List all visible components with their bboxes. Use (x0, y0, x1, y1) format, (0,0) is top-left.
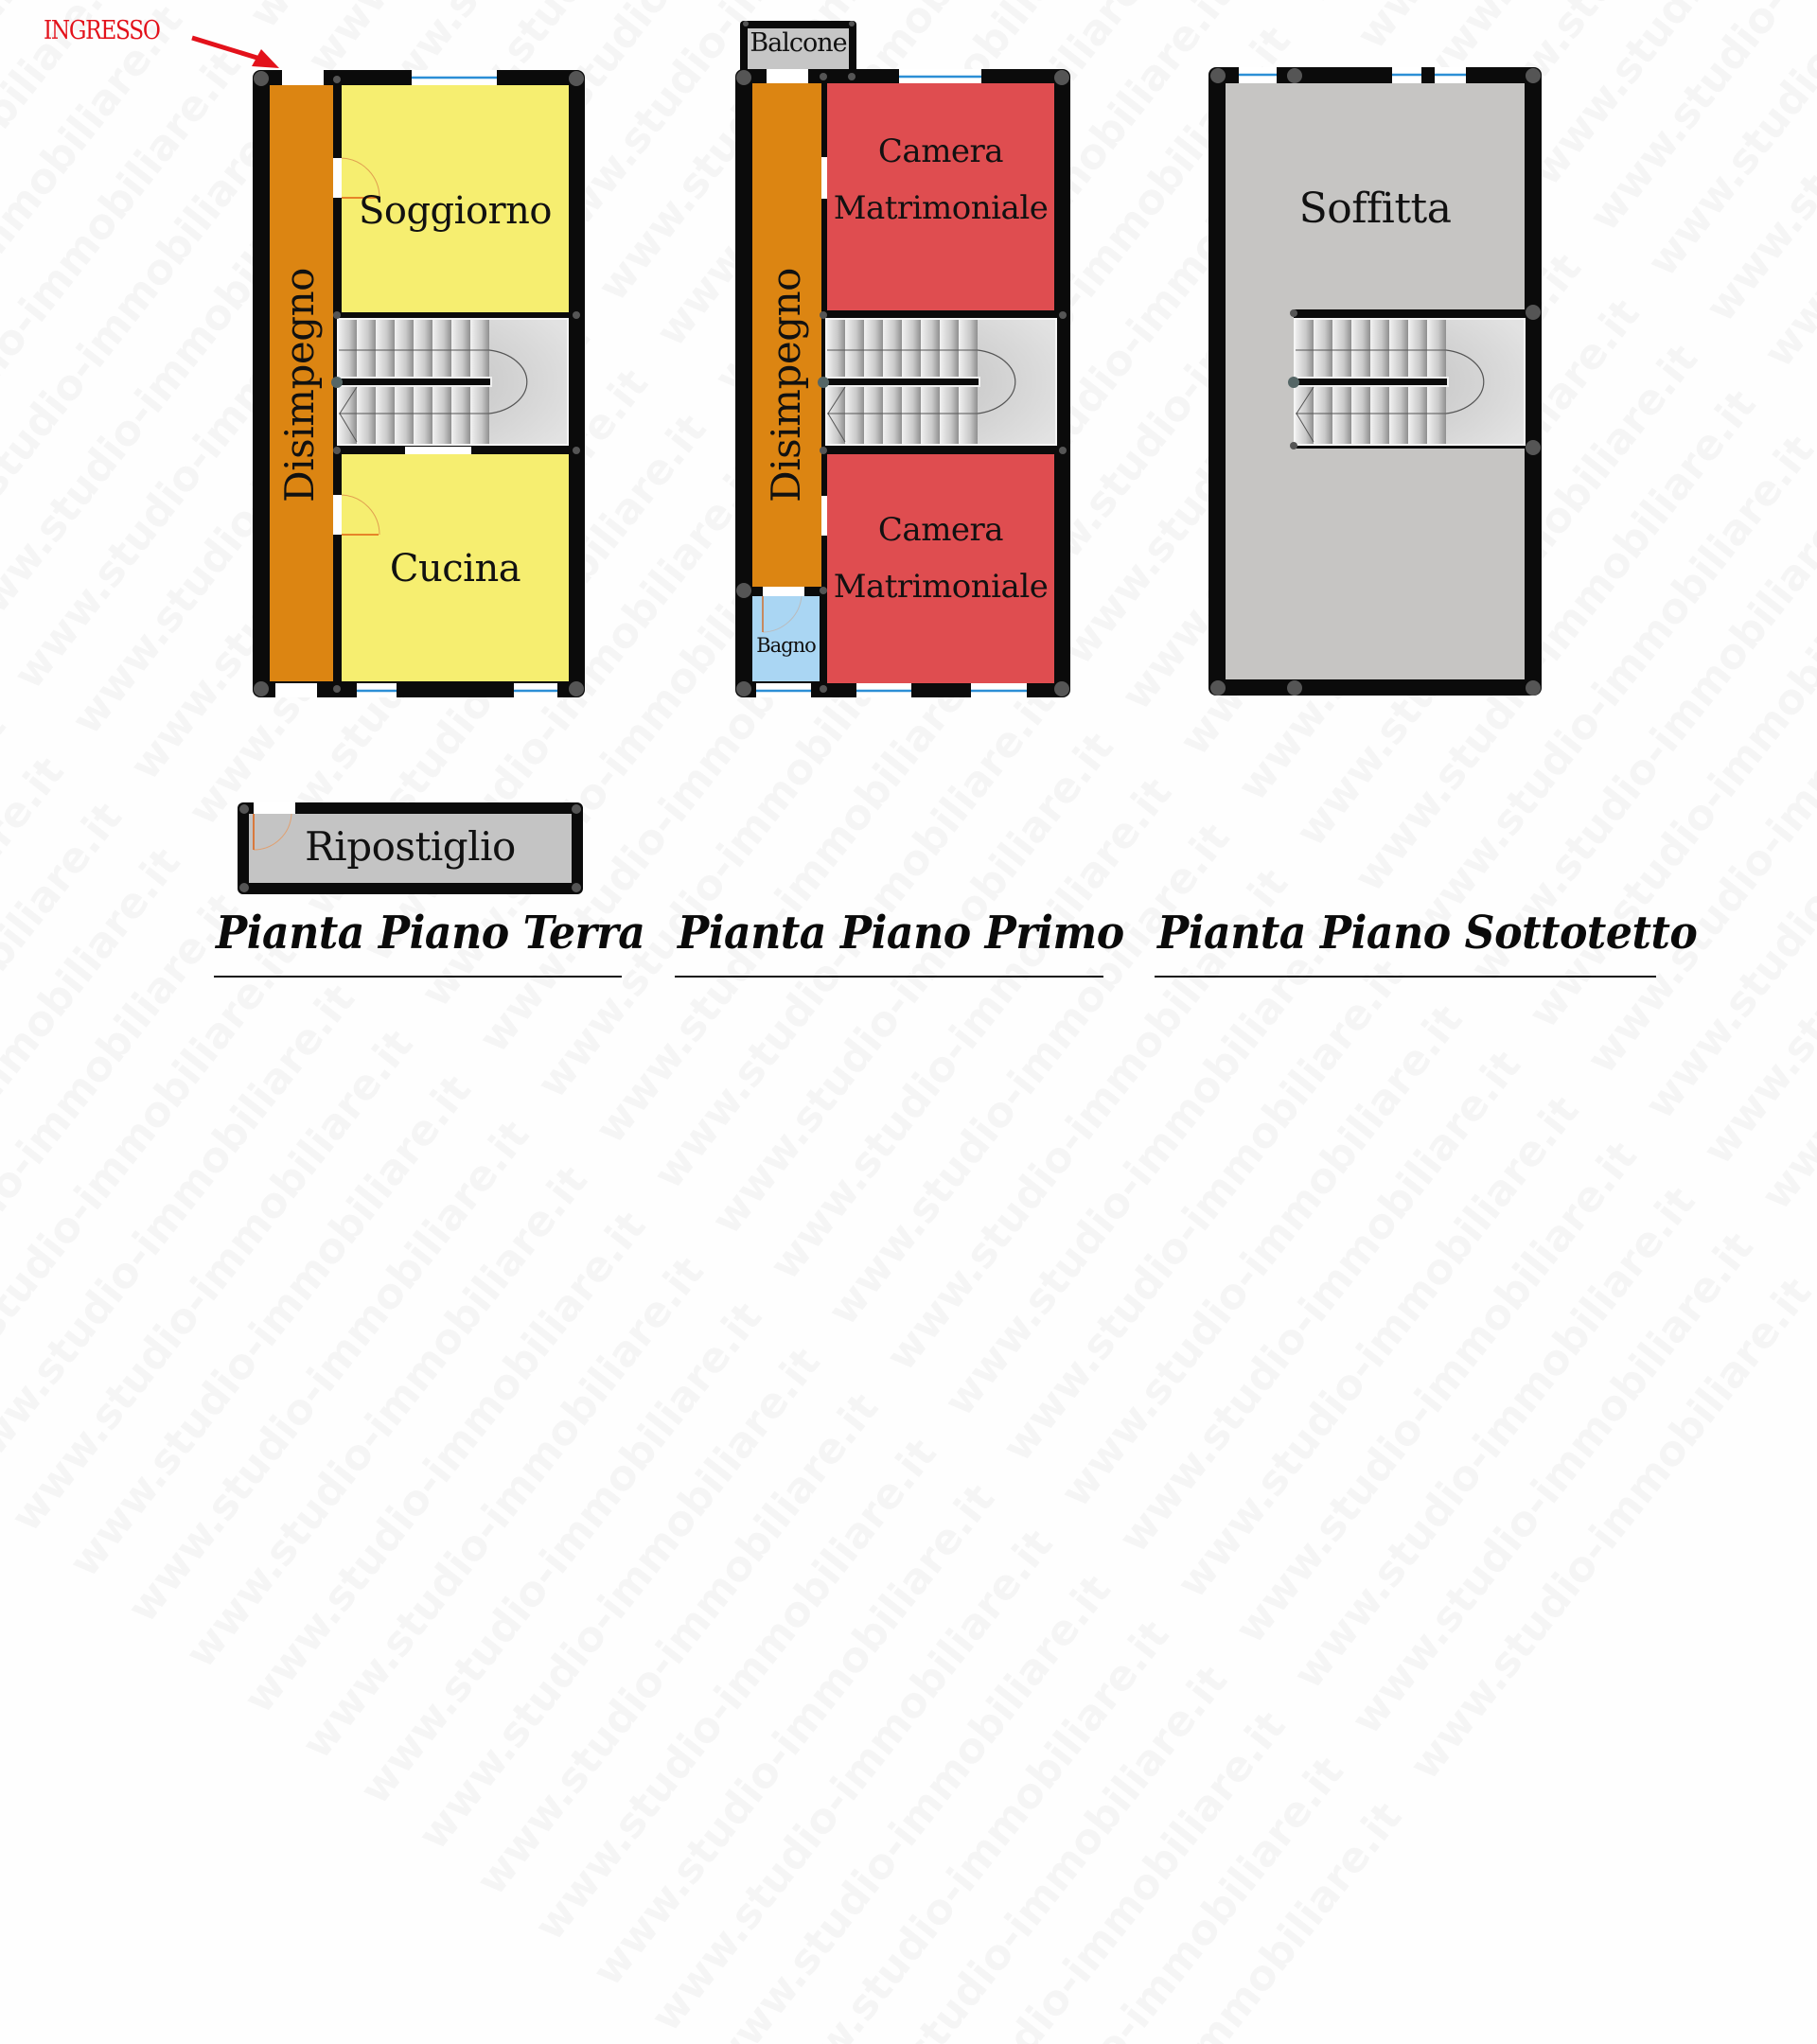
entrance-label: INGRESSO (44, 16, 161, 45)
floor-plans-canvas (191, 21, 1542, 894)
attic-floor-plan (1208, 67, 1542, 696)
first-staircase (825, 318, 1057, 446)
ground-kitchen (342, 454, 569, 681)
ground-corridor (270, 85, 333, 681)
room-label-bathroom: Bagno (756, 634, 817, 657)
ground-living-room (342, 85, 569, 312)
first-bedroom-2 (827, 454, 1054, 683)
storage-room (249, 814, 572, 883)
room-label-living-room: Soggiorno (358, 189, 553, 233)
room-label-balcony: Balcone (750, 28, 847, 58)
title-ground-floor: Pianta Piano Terra (216, 907, 645, 960)
room-label-kitchen: Cucina (389, 547, 521, 590)
first-bathroom (752, 596, 820, 681)
room-label-storage: Ripostiglio (305, 823, 516, 870)
room-label-bedroom-2-line2: Matrimoniale (833, 568, 1049, 606)
first-floor-plan (735, 21, 1070, 697)
title-underline (214, 976, 622, 978)
ground-staircase (337, 318, 569, 446)
room-label-corridor-first: Disimpegno (763, 268, 809, 502)
arrow-icon (191, 35, 279, 68)
entrance-door (282, 70, 324, 85)
room-label-bedroom-2-line1: Camera (877, 511, 1004, 549)
ground-floor-plan (238, 70, 585, 894)
title-attic-floor: Pianta Piano Sottotetto (1157, 907, 1698, 960)
first-bedroom-1 (827, 83, 1054, 310)
title-underline (1155, 976, 1656, 978)
room-label-bedroom-1-line2: Matrimoniale (833, 189, 1049, 227)
balcony (748, 28, 849, 70)
title-underline (675, 976, 1103, 978)
room-label-bedroom-2: Camera Matrimoniale (827, 502, 1054, 615)
attic-staircase (1294, 318, 1526, 446)
room-label-attic: Soffitta (1298, 185, 1452, 233)
room-label-bedroom-1-line1: Camera (877, 132, 1004, 170)
first-corridor (752, 83, 821, 587)
room-label-corridor-ground: Disimpegno (276, 268, 323, 502)
room-label-bedroom-1: Camera Matrimoniale (827, 123, 1054, 237)
title-first-floor: Pianta Piano Primo (678, 907, 1124, 960)
